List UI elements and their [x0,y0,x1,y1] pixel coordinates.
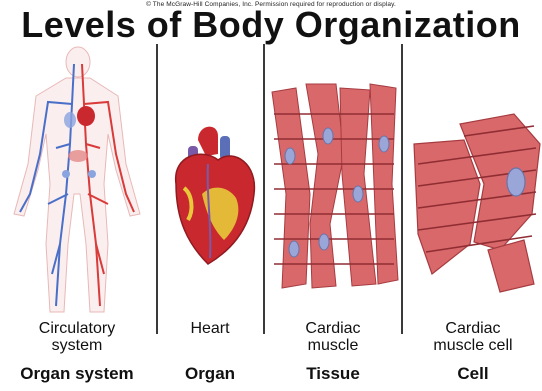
panel-divider-3 [401,44,403,334]
label-line-2: muscle [266,337,400,354]
label-cardiac-muscle: Cardiac muscle [266,320,400,354]
label-heart: Heart [158,320,262,337]
level-tissue: Tissue [266,364,400,384]
panel-divider-2 [263,44,265,334]
label-line-1: Cardiac [266,320,400,337]
cardiac-muscle-tissue-illustration [266,44,400,316]
label-line-1: Cardiac [404,320,542,337]
label-cardiac-muscle-cell: Cardiac muscle cell [404,320,542,354]
label-line-2: muscle cell [404,337,542,354]
cardiac-muscle-cell-illustration [404,44,542,316]
level-organ-system: Organ system [0,364,154,384]
label-line-2: system [0,337,154,354]
page-title: Levels of Body Organization [0,4,542,46]
label-circulatory-system: Circulatory system [0,320,154,354]
label-line-1: Circulatory [0,320,154,337]
level-organ: Organ [158,364,262,384]
level-cell: Cell [404,364,542,384]
label-line-1: Heart [158,320,262,337]
circulatory-system-illustration [0,44,154,316]
heart-illustration [158,44,262,316]
